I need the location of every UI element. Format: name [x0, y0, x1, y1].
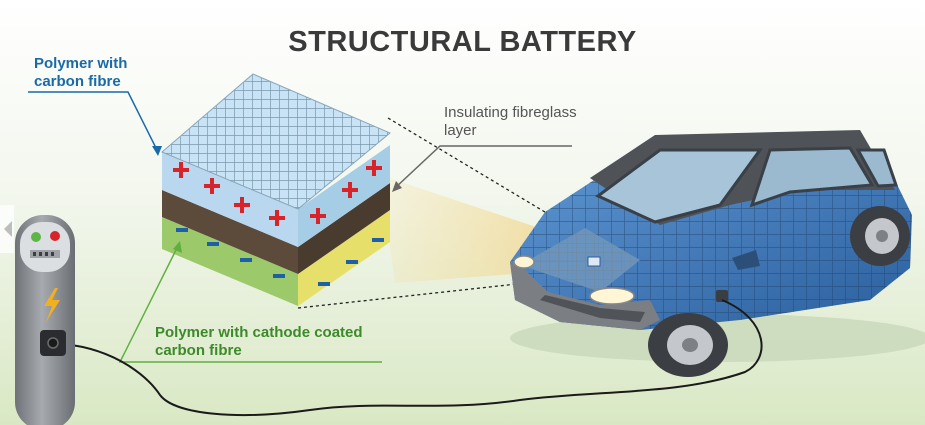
positive-signs — [173, 160, 382, 226]
plus-sign-icon — [234, 197, 250, 213]
charger-red-light — [50, 231, 60, 241]
negative-signs — [176, 228, 384, 286]
car-rear-wheel — [850, 206, 910, 266]
plus-sign-icon — [204, 178, 220, 194]
minus-sign-icon — [346, 260, 358, 264]
minus-sign-icon — [207, 242, 219, 246]
carbon-fibre-layer-front — [162, 152, 298, 247]
diagram-title: STRUCTURAL BATTERY — [288, 26, 637, 58]
label-polymer-cathode: Polymer with cathode coated carbon fibre — [155, 324, 363, 359]
charger-green-light — [31, 232, 41, 242]
pointer-cathode — [118, 245, 382, 363]
charging-cable — [63, 299, 763, 416]
charging-station — [15, 215, 75, 425]
plus-sign-icon — [310, 208, 326, 224]
plus-sign-icon — [269, 210, 285, 226]
car-side-window — [749, 146, 875, 208]
car-front-wheel — [648, 313, 728, 377]
minus-sign-icon — [273, 274, 285, 278]
carbon-fibre-grid — [162, 74, 390, 209]
plus-sign-icon — [173, 162, 189, 178]
car-rear-window — [855, 148, 899, 188]
minus-sign-icon — [176, 228, 188, 232]
electric-car — [510, 130, 925, 377]
car-windshield — [595, 148, 763, 224]
minus-sign-icon — [318, 282, 330, 286]
car-headlight — [589, 287, 635, 305]
minus-sign-icon — [372, 238, 384, 242]
plus-sign-icon — [366, 160, 382, 176]
label-insulating-fibreglass: Insulating fibreglass layer — [444, 104, 577, 139]
minus-sign-icon — [240, 258, 252, 262]
insulating-layer-side — [298, 183, 390, 274]
battery-layer-cube — [161, 73, 391, 306]
car-headlight — [513, 255, 535, 269]
insulating-layer-front — [162, 190, 298, 274]
cathode-layer-front — [162, 217, 298, 306]
pointer-polymer-carbon-fibre — [28, 91, 159, 153]
car-mirror — [732, 250, 760, 270]
carbon-fibre-layer-side — [298, 145, 390, 247]
previous-slide-arrow[interactable] — [0, 205, 14, 253]
car-charging-port — [716, 290, 728, 302]
label-polymer-carbon-fibre: Polymer with carbon fibre — [34, 55, 128, 90]
lightning-bolt-icon — [44, 288, 60, 322]
pointer-insulating — [394, 145, 572, 189]
plus-sign-icon — [342, 182, 358, 198]
